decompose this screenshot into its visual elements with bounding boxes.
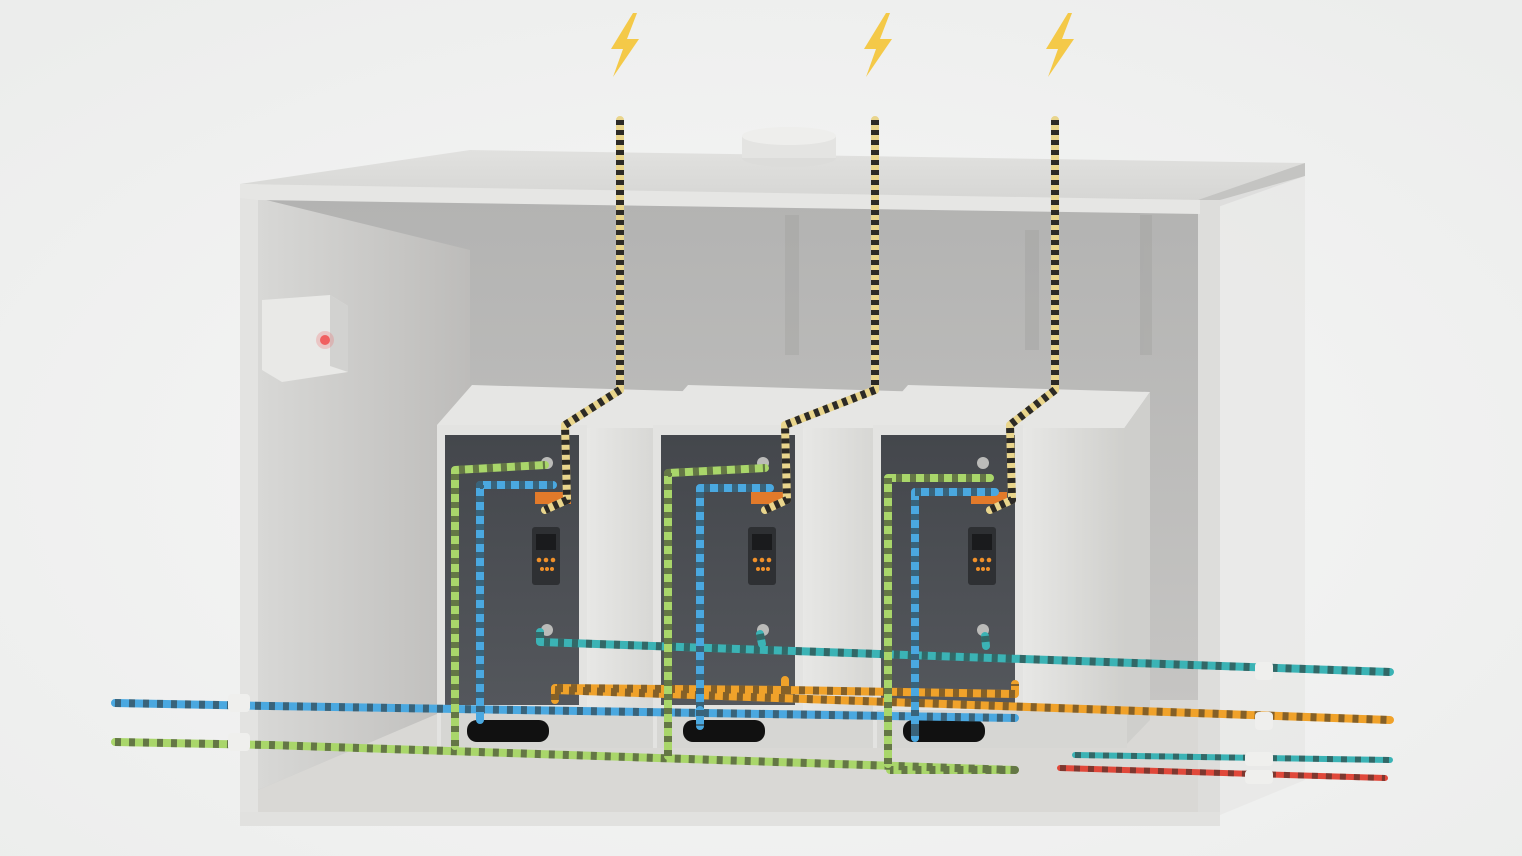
display-dot — [976, 567, 980, 571]
display-dot — [986, 557, 992, 563]
blue-main-cable — [111, 699, 1019, 722]
power-cable-stripe — [763, 120, 879, 514]
enclosure-frame-top — [240, 184, 1200, 214]
teal-drop-2 — [756, 630, 766, 648]
enclosure-frame-bottom — [240, 812, 1220, 826]
display-dot — [979, 557, 985, 563]
teal-drop-2-stripe — [756, 633, 766, 645]
display-dot — [545, 567, 549, 571]
unit-bolt — [977, 457, 989, 469]
display-dot — [766, 567, 770, 571]
outlet-fitting — [1255, 662, 1273, 680]
wall-sensor — [262, 295, 348, 382]
teal-outlet-cable-stripe — [1074, 752, 1391, 763]
teal-cable-stripe — [536, 632, 1391, 676]
display-dot — [766, 557, 772, 563]
enclosure-right-side — [1220, 176, 1305, 815]
display-dot — [543, 557, 549, 563]
cable-fittings — [228, 662, 1273, 784]
enclosure-frame-left — [240, 184, 258, 820]
display-dot — [761, 567, 765, 571]
enclosure-right-wall — [1198, 200, 1220, 815]
power-cable-1 — [541, 116, 624, 514]
display-dot — [752, 557, 758, 563]
blue-drops-stripe — [476, 706, 704, 726]
outlet-fitting — [1245, 752, 1273, 766]
display-dot — [550, 557, 556, 563]
blue-unit-3-stripe — [911, 488, 995, 738]
green-main-cable — [111, 738, 1019, 774]
lightning-bolt-icon — [864, 13, 892, 77]
blue-main-cable-stripe — [114, 699, 1016, 722]
red-outlet-cable — [1057, 765, 1388, 781]
outlet-fitting — [1245, 770, 1273, 784]
green-unit-2 — [664, 464, 769, 760]
power-cable-stripe — [988, 120, 1059, 514]
lightning-bolt-icon — [611, 13, 639, 77]
blue-unit-2-stripe — [696, 484, 770, 722]
status-indicator-icon — [320, 335, 330, 345]
display-dot — [550, 567, 554, 571]
unit-top — [437, 385, 714, 430]
unit-display-screen — [536, 534, 556, 550]
display-dot — [972, 557, 978, 563]
unit-base-slot — [903, 720, 985, 742]
unit-base-slot — [683, 720, 765, 742]
unit-display-screen — [972, 534, 992, 550]
lightning-bolt-icon — [1046, 13, 1074, 77]
blue-unit-1 — [476, 481, 557, 716]
unit-side — [1123, 392, 1150, 748]
unit-display-screen — [752, 534, 772, 550]
blue-unit-3 — [911, 488, 999, 742]
green-unit-1 — [451, 461, 549, 750]
display-dot — [540, 567, 544, 571]
inlet-fitting — [228, 694, 250, 712]
blue-unit-2 — [696, 484, 774, 726]
teal-outlet-cable — [1072, 752, 1393, 763]
display-dot — [756, 567, 760, 571]
green-unit-3-stripe — [884, 474, 990, 764]
green-main-cable-base — [111, 738, 1019, 774]
power-cable-3 — [986, 116, 1059, 514]
outlet-fitting — [1255, 712, 1273, 730]
power-cable-2 — [761, 116, 879, 514]
inlet-fitting — [228, 733, 250, 751]
display-dot — [981, 567, 985, 571]
power-cable-stripe — [543, 120, 624, 514]
red-outlet-cable-stripe — [1059, 765, 1386, 781]
unit-body — [1021, 428, 1125, 748]
unit-base-slot — [467, 720, 549, 742]
blue-unit-1-stripe — [476, 481, 553, 712]
teal-cable — [536, 628, 1394, 676]
display-dot — [759, 557, 765, 563]
roof-vent — [742, 127, 836, 167]
blue-drops — [476, 702, 704, 730]
green-unit-1-stripe — [451, 461, 546, 746]
display-dot — [986, 567, 990, 571]
green-unit-3 — [884, 474, 994, 768]
green-unit-2-stripe — [664, 464, 766, 756]
unit-top — [873, 385, 1150, 430]
display-dot — [536, 557, 542, 563]
wall-pipes — [785, 215, 1152, 355]
teal-drop-3-stripe — [981, 635, 990, 647]
teal-drop-3 — [981, 632, 990, 650]
